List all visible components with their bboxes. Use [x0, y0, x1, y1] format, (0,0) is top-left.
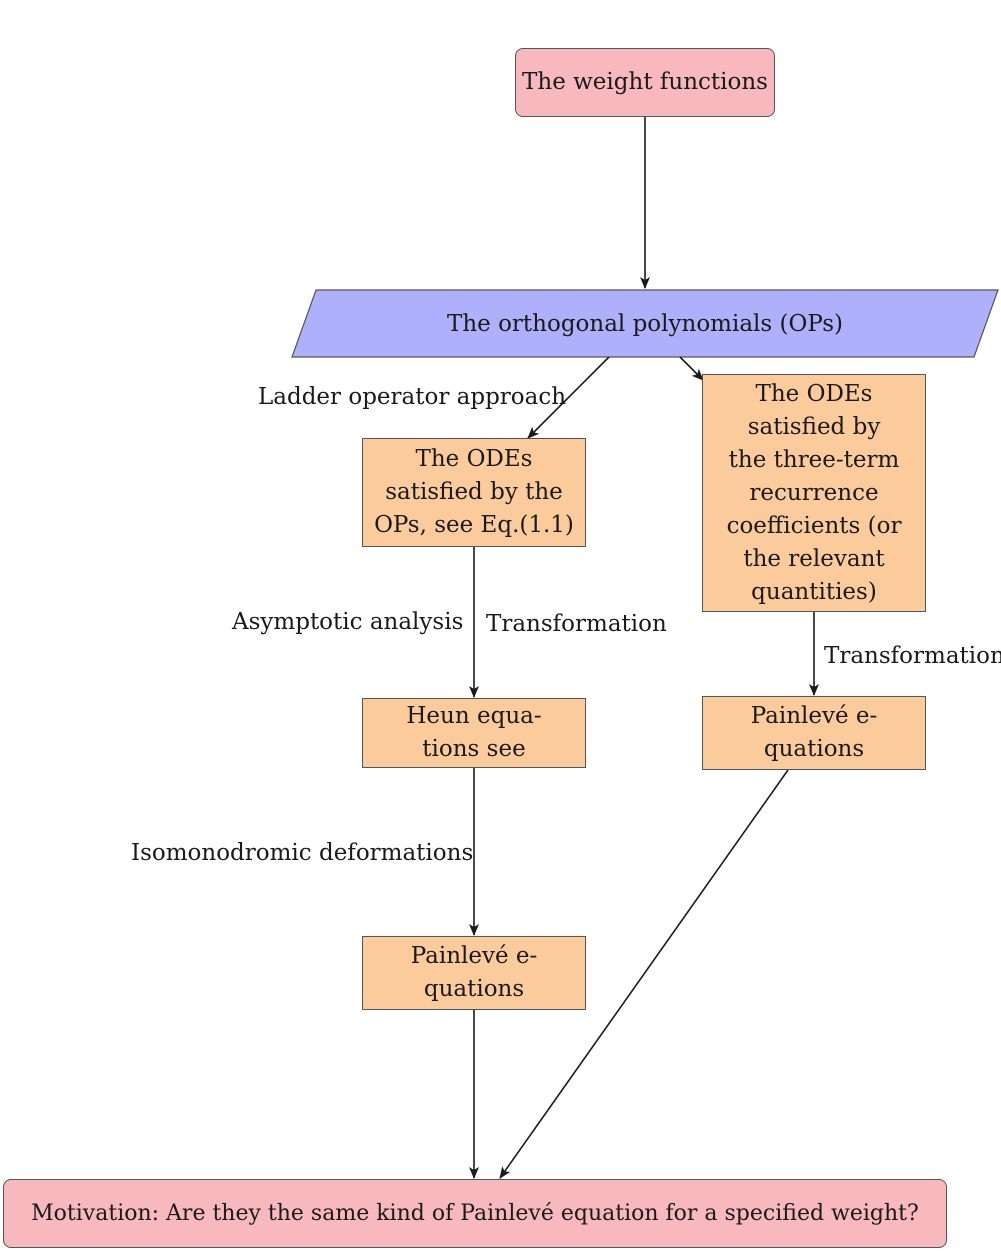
heun-line-2: tions see [422, 736, 526, 762]
weight-functions-node: The weight functions [515, 48, 775, 117]
odes-coeff-line-6: the relevant [743, 545, 885, 572]
odes-ops-line-1: The ODEs [415, 446, 533, 472]
painleve-right-line-1: Painlevé e- [750, 703, 878, 729]
edge-ops-to-odes-ops [527, 356, 610, 439]
ops-node: The orthogonal polynomials (OPs) [292, 290, 998, 357]
motivation-text: Motivation: Are they the same kind of Pa… [31, 1201, 919, 1226]
edge-label-isomonodromic: Isomonodromic deformations [131, 840, 474, 866]
painleve-right-line-2: quations [763, 736, 865, 762]
odes-coeff-line-1: The ODEs [755, 380, 873, 407]
odes-coeff-line-7: quantities) [751, 578, 877, 605]
edge-ops-to-odes-coeff [679, 356, 704, 381]
heun-line-1: Heun equa- [406, 703, 542, 729]
heun-node: Heun equa- tions see [362, 698, 586, 768]
painleve-left-line-2: quations [423, 976, 525, 1002]
painleve-right-node: Painlevé e- quations [702, 696, 926, 770]
odes-ops-node: The ODEs satisfied by the OPs, see Eq.(1… [362, 438, 586, 547]
painleve-left-line-1: Painlevé e- [410, 943, 538, 969]
edge-label-transformation-right: Transformation [824, 643, 1001, 669]
odes-coeff-line-2: satisfied by [747, 413, 881, 440]
edge-painleve-right-to-motivation [499, 769, 789, 1179]
edge-label-asymptotic: Asymptotic analysis [232, 609, 464, 635]
odes-coeff-node: The ODEs satisfied by the three-term rec… [702, 374, 926, 612]
ops-node-shape [291, 289, 999, 358]
odes-ops-line-3: OPs, see Eq.(1.1) [374, 512, 574, 538]
odes-coeff-line-3: the three-term [728, 446, 900, 473]
edge-label-transformation-left: Transformation [486, 611, 667, 637]
painleve-left-node: Painlevé e- quations [362, 936, 586, 1010]
weight-functions-text: The weight functions [522, 69, 768, 95]
odes-coeff-line-5: coefficients (or [726, 512, 902, 539]
odes-ops-line-2: satisfied by the [385, 479, 563, 505]
motivation-node: Motivation: Are they the same kind of Pa… [3, 1179, 947, 1248]
ops-node-text: The orthogonal polynomials (OPs) [447, 310, 843, 337]
edge-label-ladder: Ladder operator approach [258, 384, 567, 410]
odes-coeff-line-4: recurrence [749, 479, 879, 506]
